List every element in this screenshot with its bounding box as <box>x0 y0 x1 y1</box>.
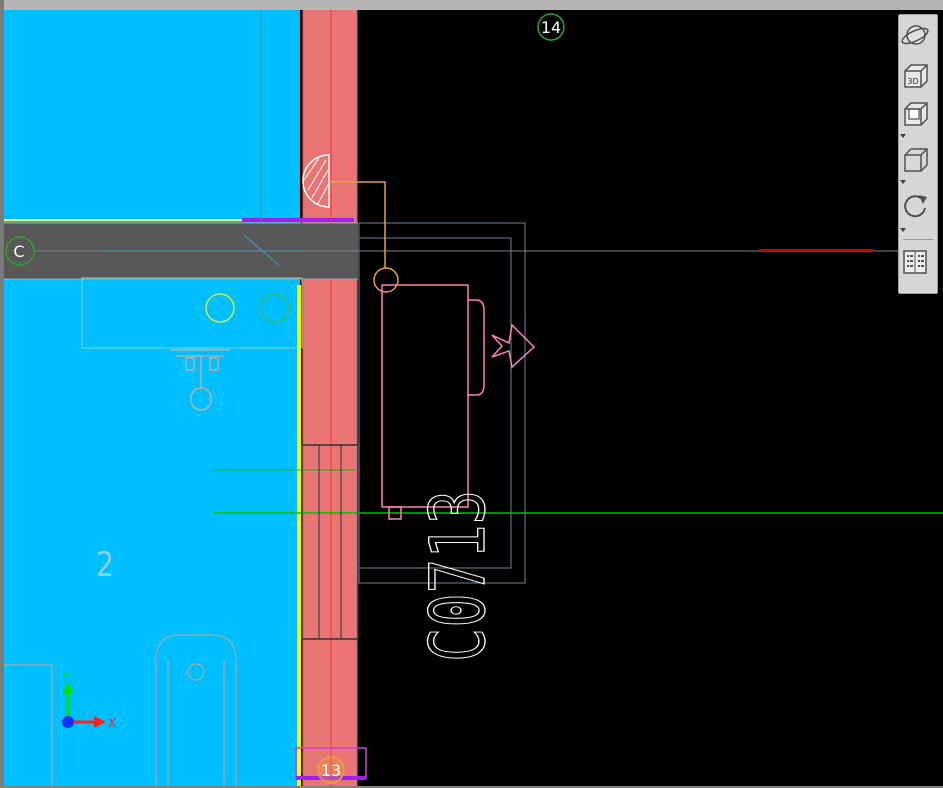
drawing-canvas[interactable]: Y X 2 C0713 14 C 13 3D <box>4 10 943 786</box>
room-area <box>4 10 300 786</box>
room-number: 2 <box>96 545 114 585</box>
grid-bubble-bottom: 13 <box>317 756 345 784</box>
view-cube-dropdown-icon[interactable] <box>899 133 907 139</box>
window-bottom-border <box>0 786 943 788</box>
rotate-icon[interactable] <box>899 191 931 221</box>
window-left-border <box>0 0 4 788</box>
visual-style-dropdown-icon[interactable] <box>899 179 907 185</box>
3d-view-icon[interactable]: 3D <box>899 61 931 91</box>
window-frame <box>301 444 359 640</box>
orbit-icon[interactable] <box>899 21 931 51</box>
viewport-config-icon[interactable] <box>899 247 931 277</box>
hatched-column-symbol <box>302 154 330 208</box>
grid-marker-13: 13 <box>321 761 341 780</box>
grid-bubble-left: C <box>5 236 35 266</box>
window-tag: C0713 <box>413 490 502 662</box>
wall-column <box>303 10 357 786</box>
grid-marker-c: C <box>13 242 24 261</box>
view-toolbar: 3D <box>898 14 938 294</box>
grid-bubble-top: 14 <box>537 13 565 41</box>
rotate-dropdown-icon[interactable] <box>899 227 907 233</box>
equipment-box <box>381 284 469 508</box>
window-top-border <box>0 0 943 10</box>
view-cube-icon[interactable] <box>899 99 931 129</box>
ucs-icon: Y X <box>61 669 116 730</box>
svg-text:3D: 3D <box>907 77 918 86</box>
grid-marker-14: 14 <box>541 18 561 37</box>
visual-style-icon[interactable] <box>899 145 931 175</box>
ucs-x-label: X <box>108 716 116 730</box>
ucs-y-label: Y <box>61 669 70 683</box>
flow-arrow-symbol <box>491 323 536 369</box>
toolbar-separator <box>903 239 933 240</box>
